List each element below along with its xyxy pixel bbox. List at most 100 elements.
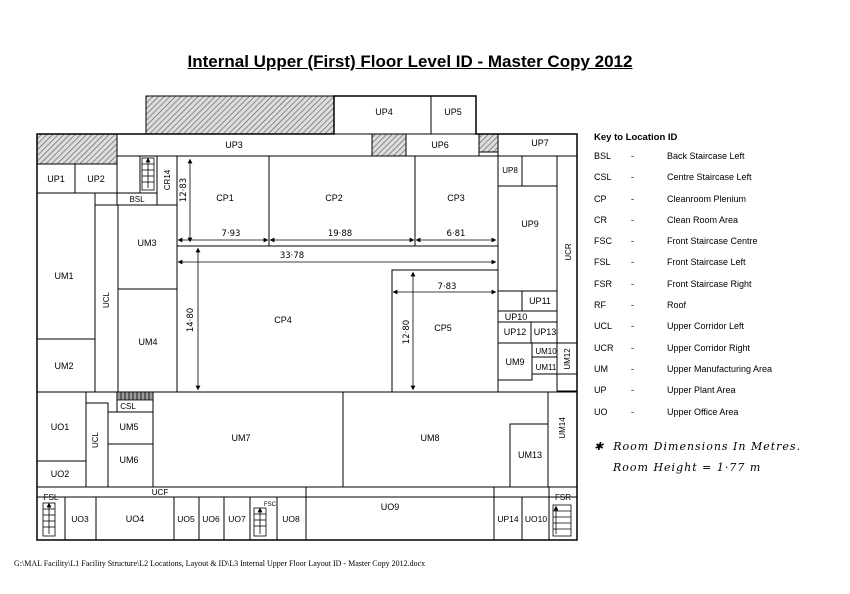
- key-desc: Upper Plant Area: [667, 385, 736, 396]
- note-height: Room Height = 1·77 m: [613, 461, 762, 474]
- key-row: CSL-Centre Staircase Left: [594, 172, 834, 193]
- room-up2: [74, 163, 118, 194]
- key-desc: Front Staircase Left: [667, 257, 746, 268]
- dim-label-681: 6·81: [447, 229, 466, 239]
- key-code: UM: [594, 363, 608, 374]
- roof-hatch-left: [36, 133, 118, 165]
- label-ucr: UCR: [564, 243, 573, 261]
- label-fsl: FSL: [44, 493, 59, 502]
- room-ucf: [36, 486, 578, 498]
- room-um1: [36, 192, 96, 340]
- key-dash: -: [631, 385, 634, 396]
- label-cp3: CP3: [447, 193, 465, 203]
- label-cp5: CP5: [434, 323, 452, 333]
- label-uo2: UO2: [51, 469, 70, 479]
- staircase-fsc-icon: [253, 507, 267, 537]
- room-up3: [116, 133, 373, 157]
- label-up14: UP14: [497, 514, 519, 524]
- room-um6: [107, 443, 154, 488]
- roof-hatch-right: [478, 133, 499, 153]
- label-fsc: FSC: [264, 502, 277, 508]
- key-desc: Upper Corridor Left: [667, 321, 745, 332]
- key-desc: Back Staircase Left: [667, 151, 745, 161]
- label-cp4: CP4: [274, 315, 292, 325]
- roof-hatch-mid: [371, 133, 407, 157]
- label-up4: UP4: [375, 107, 393, 117]
- label-um14: UM14: [558, 417, 567, 439]
- label-up6: UP6: [431, 140, 449, 150]
- label-up13: UP13: [534, 327, 557, 337]
- stair-bsl: [139, 155, 158, 194]
- key-dash: -: [631, 321, 634, 332]
- label-uo5: UO5: [177, 514, 195, 524]
- key-title: Key to Location ID: [594, 132, 678, 143]
- label-up2: UP2: [87, 174, 105, 184]
- key-row: CR-Clean Room Area: [594, 215, 834, 236]
- dim-label-1283: 12·83: [179, 178, 189, 202]
- key-code: UCR: [594, 342, 614, 353]
- note-line-1: Room Dimensions In Metres.: [613, 440, 802, 453]
- label-uo3: UO3: [71, 514, 89, 524]
- key-desc: Centre Staircase Left: [667, 172, 752, 183]
- key-code: RF: [594, 300, 606, 311]
- label-um10: UM10: [535, 347, 557, 356]
- key-dash: -: [631, 257, 634, 268]
- key-row: FSR-Front Staircase Right: [594, 279, 834, 300]
- key-row: UP - Upper Plant Area: [594, 385, 834, 406]
- note-dimensions: ✱ Room Dimensions In Metres.: [594, 440, 801, 453]
- label-csl: CSL: [120, 402, 136, 411]
- roof-hatch-top: [145, 95, 335, 135]
- label-um5: UM5: [119, 422, 138, 432]
- dim-label-3378: 33·78: [280, 251, 304, 261]
- key-desc: Roof: [667, 300, 687, 311]
- key-row: FSL - Front Staircase Left: [594, 257, 834, 278]
- room-up9: [497, 185, 558, 292]
- key-desc: Clean Room Area: [667, 214, 739, 225]
- label-up9: UP9: [521, 219, 539, 229]
- staircase-fsl-icon: [42, 502, 56, 537]
- label-ucf: UCF: [152, 488, 169, 497]
- key-code: FSC: [594, 236, 612, 247]
- label-um8: UM8: [420, 433, 439, 443]
- label-up1: UP1: [47, 174, 65, 184]
- key-row: RF-Roof: [594, 300, 834, 321]
- label-um6: UM6: [119, 455, 138, 465]
- key-desc: Front Staircase Centre: [667, 236, 758, 247]
- key-code: FSL: [594, 257, 611, 268]
- room-cp4: [176, 245, 499, 393]
- key-code: BSL: [594, 151, 612, 161]
- dim-label-1480: 14·80: [186, 308, 196, 332]
- key-desc: Upper Corridor Right: [667, 342, 751, 353]
- room-up7: [497, 133, 578, 157]
- label-up5: UP5: [444, 107, 462, 117]
- room-fsl: [36, 496, 66, 541]
- key-desc: Upper Office Area: [667, 406, 739, 417]
- key-row: UO-Upper Office Area: [594, 407, 834, 428]
- room-um8: [342, 391, 549, 488]
- label-uo8: UO8: [282, 514, 300, 524]
- label-uo1: UO1: [51, 422, 70, 432]
- label-um7: UM7: [231, 433, 250, 443]
- location-key: Key to Location ID BSL - Back Staircase Le…: [594, 132, 834, 428]
- label-uo10: UO10: [525, 514, 547, 524]
- label-um1: UM1: [54, 271, 73, 281]
- label-up11: UP11: [529, 296, 551, 306]
- dim-label-783: 7·83: [438, 282, 457, 292]
- key-desc: Front Staircase Right: [667, 278, 752, 289]
- key-code: UP: [594, 385, 607, 396]
- star-icon: ✱: [594, 440, 605, 453]
- room-uo9: [305, 486, 495, 541]
- key-row: UM-Upper Manufacturing Area: [594, 364, 834, 385]
- key-code: UO: [594, 406, 608, 417]
- label-uo7: UO7: [228, 514, 246, 524]
- label-uo9: UO9: [381, 502, 400, 512]
- dim-label-1280: 12·80: [402, 320, 412, 344]
- key-dash: -: [631, 278, 634, 289]
- staircase-csl-icon: [116, 391, 154, 401]
- key-dash: -: [631, 363, 634, 374]
- dim-label-1988: 19·88: [328, 229, 352, 239]
- key-dash: -: [631, 172, 634, 183]
- label-uo4: UO4: [126, 514, 145, 524]
- key-code: CP: [594, 193, 607, 204]
